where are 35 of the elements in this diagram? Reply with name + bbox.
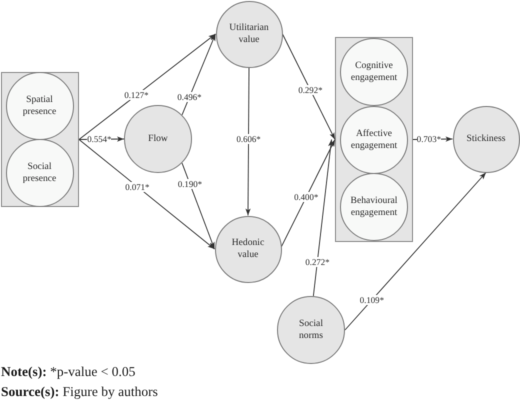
edge-label: 0.606* (236, 134, 261, 144)
edge-label: 0.496* (177, 92, 202, 102)
edge-label: 0.400* (294, 192, 318, 202)
construct-label: Cognitive engagement (350, 60, 398, 84)
edge-label: 0.190* (178, 178, 202, 189)
construct-label: Social presence (22, 160, 58, 184)
construct-label: Spatial presence (22, 94, 58, 118)
edge-label: 0.554* (87, 134, 112, 144)
construct-label: Affective engagement (350, 128, 398, 152)
arrow (344, 172, 486, 330)
arrow (182, 162, 215, 250)
edge-label: 0.703* (416, 134, 441, 144)
edge-label: 0.127* (124, 90, 149, 100)
construct-label: Flow (148, 133, 168, 145)
arrow (78, 34, 216, 140)
construct-circle (124, 105, 192, 173)
arrow (312, 139, 334, 297)
construct-label: Hedonic value (230, 237, 266, 261)
arrow (280, 139, 336, 248)
construct-label: Stickiness (466, 133, 506, 145)
construct-label: Utilitarian value (228, 22, 270, 46)
construct-label: Social norms (298, 318, 324, 342)
edge-label: 0.109* (360, 295, 384, 306)
construct-group-box (1, 72, 79, 207)
arrow (245, 67, 251, 216)
construct-group-box (335, 37, 413, 242)
edge-label: 0.071* (125, 182, 150, 192)
arrow (78, 139, 215, 250)
note-text: Note(s): *p-value < 0.05 (1, 364, 136, 380)
edge-label: 0.292* (298, 84, 323, 95)
construct-label: Behavioural engagement (350, 195, 398, 219)
source-text: Source(s): Figure by authors (1, 384, 158, 400)
arrow (182, 34, 216, 116)
arrow (282, 34, 336, 140)
edge-label: 0.272* (305, 256, 330, 267)
